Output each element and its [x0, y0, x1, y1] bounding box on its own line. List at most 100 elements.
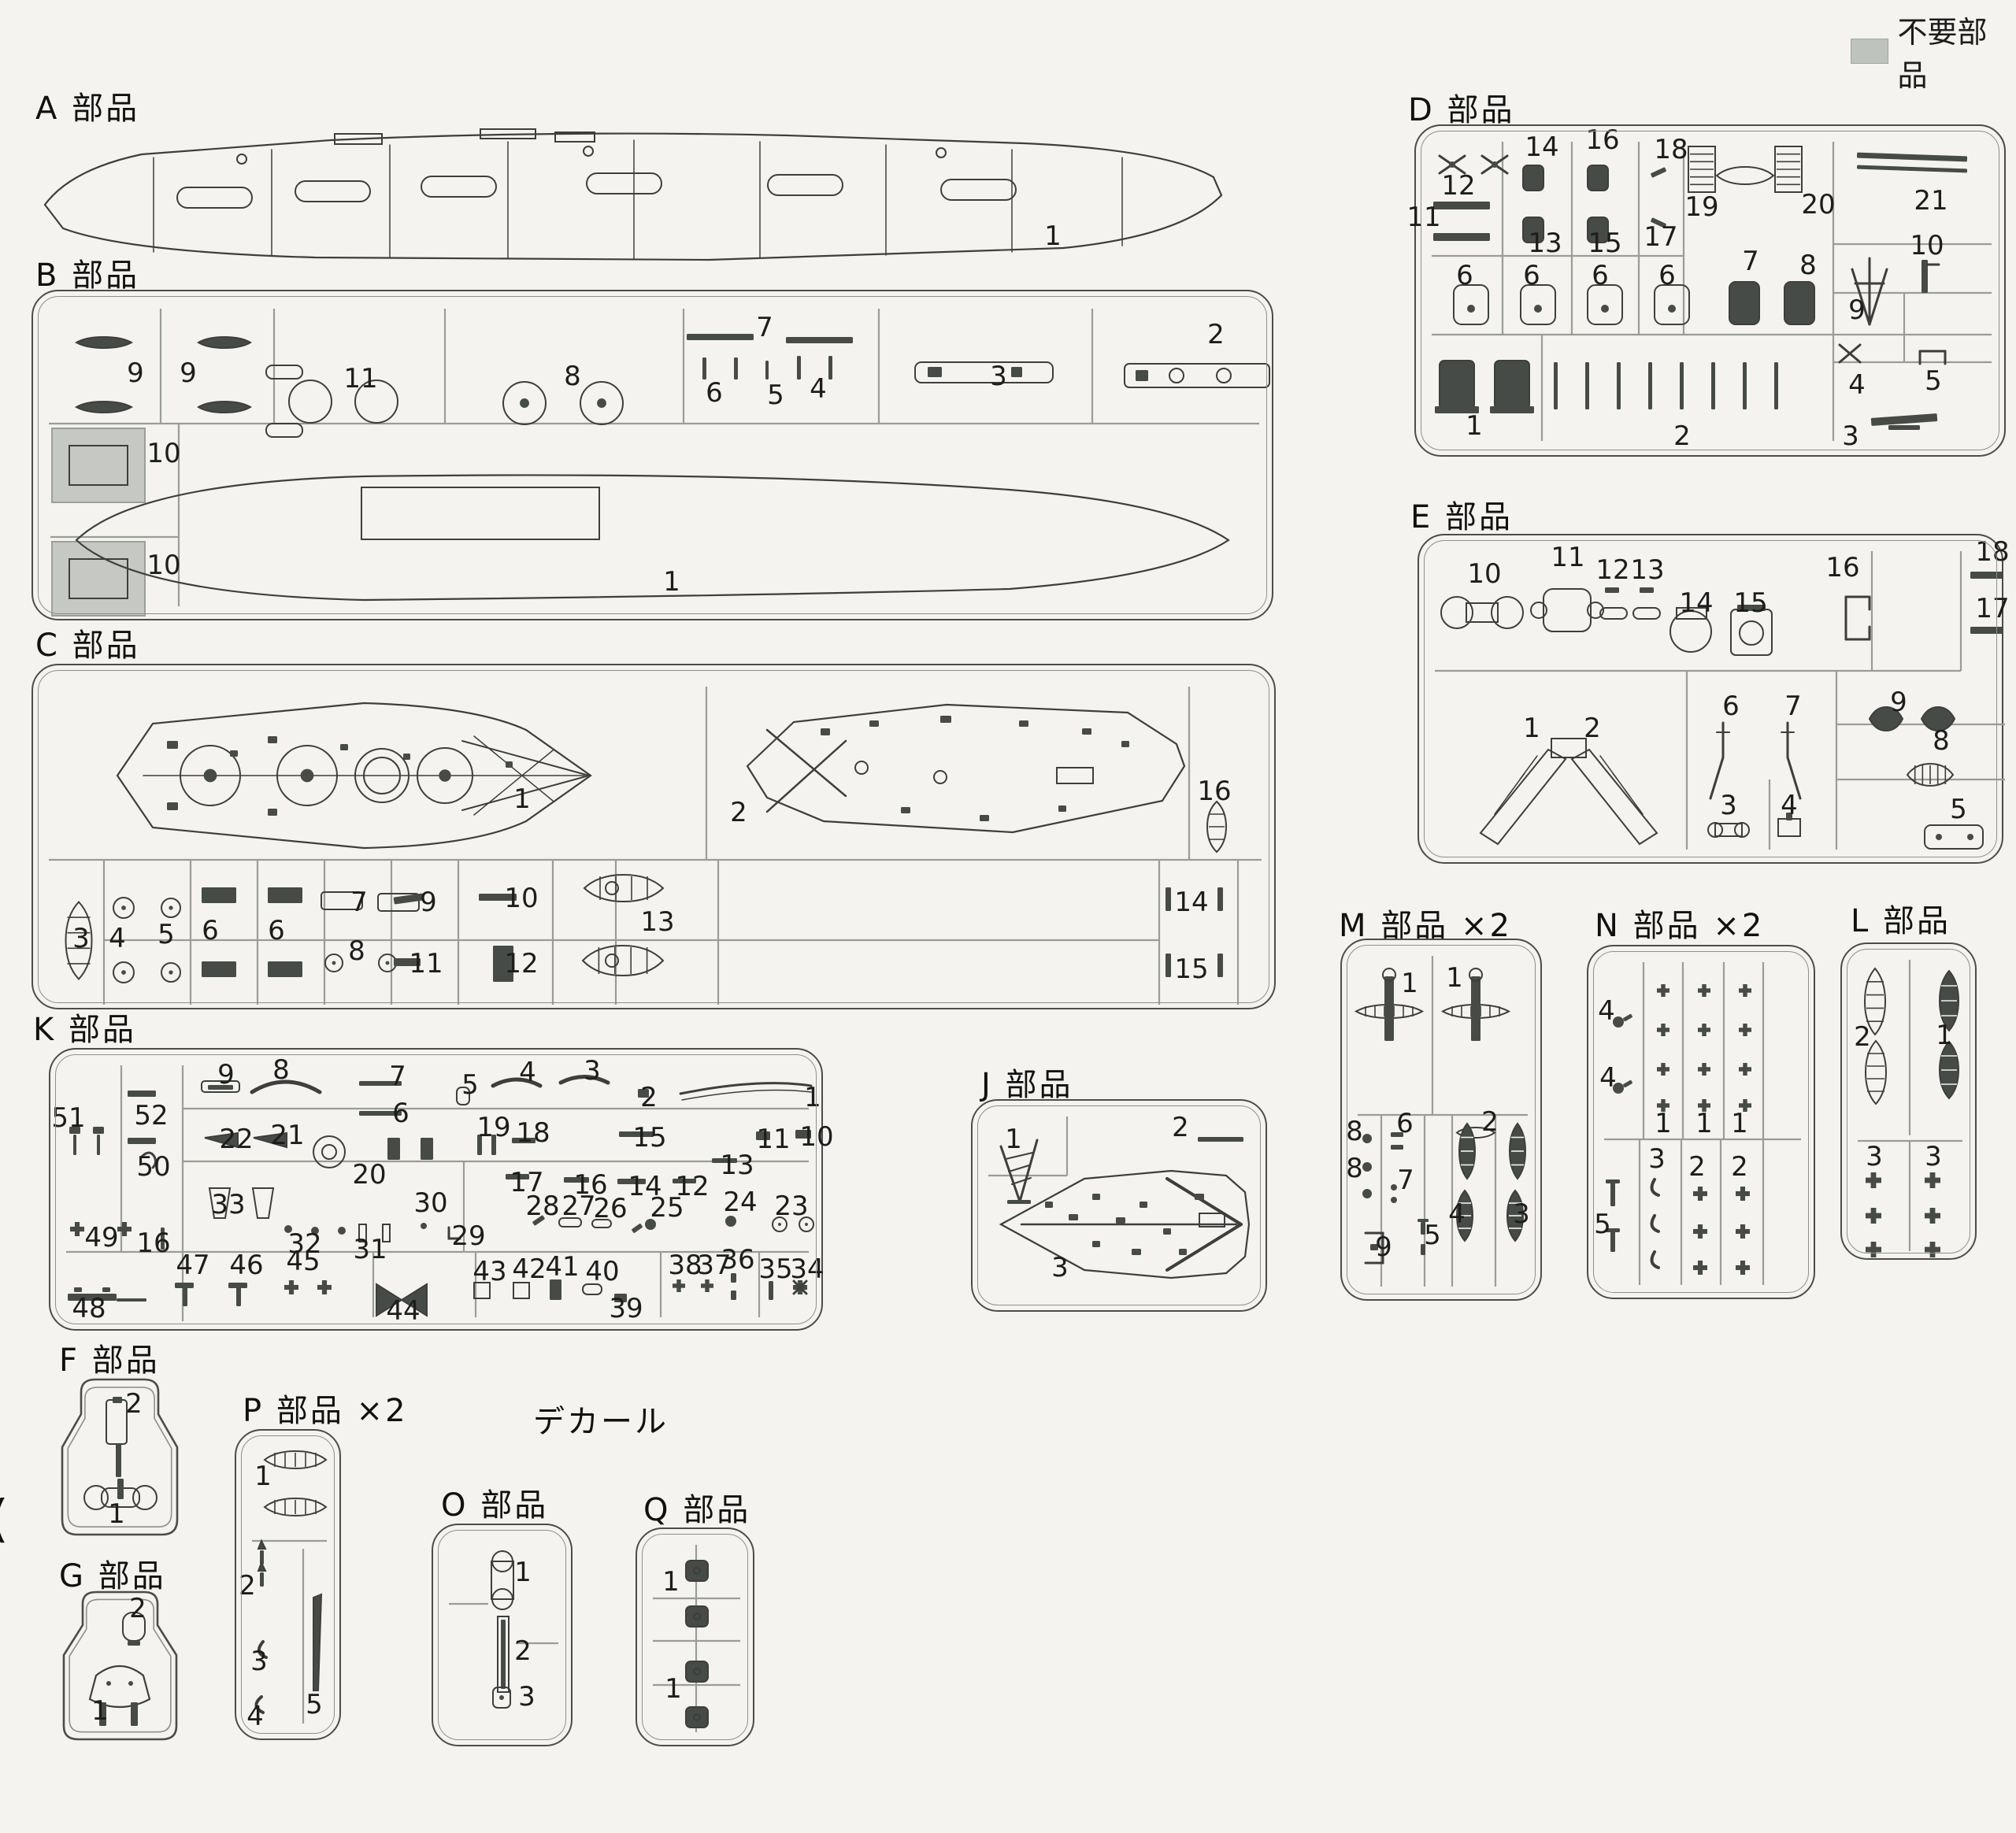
cross-part-shape — [1657, 1024, 1670, 1036]
bar-part-shape — [68, 1294, 117, 1301]
line-part-shape — [1868, 268, 1888, 326]
bar-part-shape — [183, 1283, 187, 1306]
poly-part-shape — [257, 1561, 267, 1572]
sprue-a-drawing — [43, 128, 1223, 261]
sprue-q-part-number-1: 1 — [662, 1566, 680, 1598]
sprue-d-part-number-6: 6 — [1523, 260, 1540, 291]
bar-part-shape — [493, 946, 513, 982]
bar-part-shape — [1163, 1228, 1171, 1235]
sprue-l-title: L 部品 — [1851, 903, 1951, 939]
sprue-e-part-number-3: 3 — [1720, 790, 1737, 821]
sprue-c-part-number-4: 4 — [109, 923, 126, 954]
bar-part-shape — [532, 1215, 545, 1226]
circle-part-shape — [1216, 368, 1232, 383]
sprue-decal-title: デカール — [533, 1404, 669, 1440]
bar-part-shape — [1711, 362, 1715, 409]
bar-part-shape — [632, 1224, 643, 1233]
path-part-shape — [43, 132, 1223, 261]
circle-part-shape — [83, 1485, 109, 1510]
sprue-d-title: D 部品 — [1408, 92, 1515, 128]
sprue-d-part-number-16: 16 — [1585, 124, 1620, 156]
sprue-n-part-number-2: 2 — [1731, 1151, 1748, 1183]
sprue-k-part-number-19: 19 — [476, 1112, 511, 1143]
sprue-k-part-number-35: 35 — [758, 1253, 793, 1285]
circle-part-shape — [284, 1225, 292, 1233]
circle-part-shape — [605, 881, 619, 895]
sprue-m-part-number-8: 8 — [1346, 1153, 1363, 1184]
circle-part-shape — [693, 1567, 701, 1575]
ring-part-shape — [169, 970, 173, 975]
sprue-g-part-number-1: 1 — [91, 1695, 109, 1727]
rect-part-shape — [51, 541, 146, 617]
sprue-c-part-number-1: 1 — [513, 783, 531, 815]
bar-part-shape — [1585, 362, 1589, 409]
rect-part-shape — [1453, 284, 1489, 325]
rect-part-shape — [591, 1219, 612, 1228]
bar-part-shape — [393, 893, 424, 905]
sprue-k-part-number-16: 16 — [136, 1228, 171, 1259]
bar-part-shape — [1007, 1200, 1031, 1204]
sprue-m-part-number-2: 2 — [1481, 1106, 1499, 1138]
bar-part-shape — [940, 716, 951, 723]
bar-part-shape — [1605, 587, 1619, 593]
circle-part-shape — [236, 154, 247, 165]
sprue-e-part-number-14: 14 — [1679, 587, 1714, 619]
circle-part-shape — [354, 748, 410, 803]
sprue-k-part-number-22: 22 — [219, 1124, 254, 1155]
sprue-f-title: F 部品 — [59, 1342, 160, 1379]
sprue-b-part-number-5: 5 — [767, 380, 784, 411]
rect-part-shape — [685, 1661, 709, 1683]
bar-part-shape — [167, 802, 178, 810]
line-part-shape — [999, 1145, 1021, 1203]
rect-part-shape — [582, 1283, 602, 1295]
cross-part-shape — [1925, 1242, 1940, 1257]
sprue-k-part-number-45: 45 — [286, 1246, 321, 1277]
sprue-o-part-number-1: 1 — [514, 1557, 532, 1588]
ring-part-shape — [203, 768, 217, 783]
bar-part-shape — [501, 1620, 506, 1689]
sprue-k-part-number-27: 27 — [561, 1191, 596, 1222]
sprue-p-part-number-4: 4 — [246, 1701, 264, 1732]
bar-part-shape — [1421, 1222, 1425, 1235]
rect-part-shape — [1654, 284, 1690, 325]
bar-part-shape — [93, 1127, 104, 1134]
line-part-shape — [1011, 1177, 1032, 1185]
circle-part-shape — [1391, 1197, 1397, 1203]
sprue-k-part-number-11: 11 — [756, 1124, 791, 1155]
cross-part-shape — [1657, 984, 1670, 997]
line-part-shape — [461, 740, 590, 776]
sprue-m-part-number-1: 1 — [1446, 962, 1463, 994]
circle-part-shape — [1169, 368, 1184, 383]
sprue-e-part-number-1: 1 — [1523, 713, 1540, 744]
sprue-e-drawing — [1435, 551, 2005, 850]
sprue-d-part-number-10: 10 — [1910, 230, 1944, 261]
rect-part-shape — [554, 131, 595, 143]
cross-part-shape — [1925, 1208, 1940, 1224]
bar-part-shape — [1888, 425, 1920, 430]
rect-part-shape — [1777, 818, 1801, 837]
rect-part-shape — [1774, 146, 1803, 193]
cross-part-shape — [1866, 1242, 1881, 1257]
bar-part-shape — [1554, 362, 1558, 409]
sprue-b-drawing — [49, 309, 1270, 617]
path-part-shape — [746, 703, 1186, 834]
cross-part-shape — [1925, 1172, 1940, 1188]
sprue-n-part-number-5: 5 — [1594, 1209, 1611, 1240]
sprue-p-title: P 部品 ×2 — [243, 1393, 408, 1429]
sprue-k-part-number-20: 20 — [352, 1159, 387, 1191]
bar-part-shape — [1391, 1145, 1403, 1150]
sprue-b-part-number-10: 10 — [146, 550, 181, 581]
circle-part-shape — [1534, 305, 1542, 313]
rect-part-shape — [1688, 146, 1716, 193]
bar-part-shape — [506, 761, 513, 768]
poly-part-shape — [1479, 748, 1567, 846]
sprue-j-part-number-3: 3 — [1051, 1252, 1069, 1283]
circle-part-shape — [338, 1227, 346, 1235]
sprue-b-part-number-6: 6 — [706, 377, 723, 409]
ring-part-shape — [121, 970, 126, 975]
bar-part-shape — [1418, 1219, 1429, 1222]
sprue-k-part-number-39: 39 — [609, 1293, 643, 1324]
